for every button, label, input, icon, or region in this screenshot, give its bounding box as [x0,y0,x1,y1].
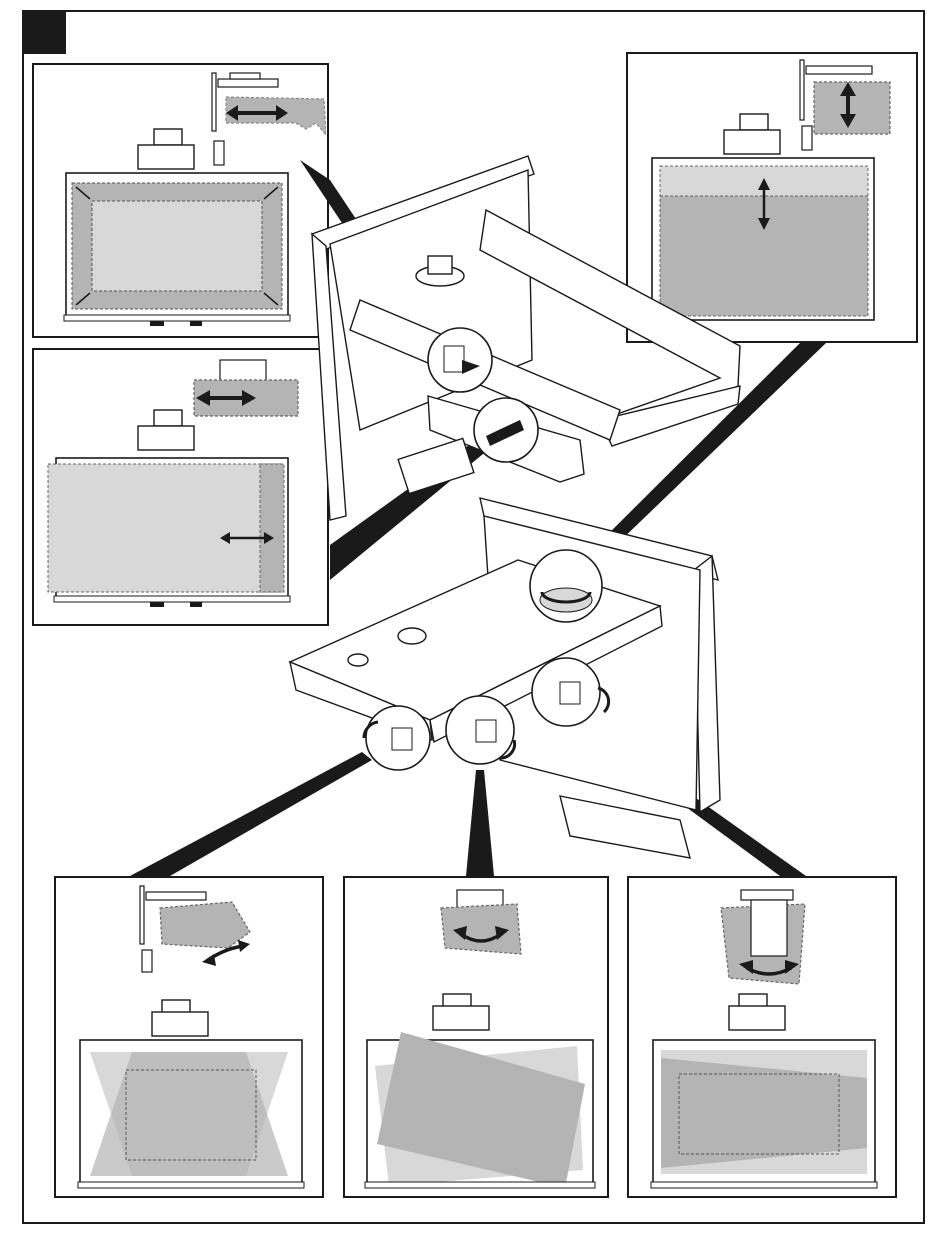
whiteboard [365,1032,595,1188]
whiteboard [78,1040,304,1188]
front-view-projector [721,890,805,984]
top-view-projector [441,890,521,954]
roll-illustration [56,878,321,1195]
upper-mount [312,156,740,520]
yaw-illustration [345,878,606,1195]
callout-pointer-roll [130,752,372,876]
panel-pitch [627,876,897,1198]
callout-pointer-yaw [466,770,494,876]
side-view-projector [140,886,250,972]
callout-pointer-horizontal [330,430,500,580]
projector-unit [433,994,489,1030]
pitch-illustration [629,878,894,1195]
panel-yaw [343,876,609,1198]
projector-unit [729,994,785,1030]
whiteboard [651,1040,877,1188]
pitch-knob-callout [530,550,602,622]
yaw-knob-callout [446,696,515,764]
projector-unit [152,1000,208,1036]
shift-lever-callout [474,398,538,462]
zoom-lever-callout [428,328,492,392]
panel-roll [54,876,324,1198]
